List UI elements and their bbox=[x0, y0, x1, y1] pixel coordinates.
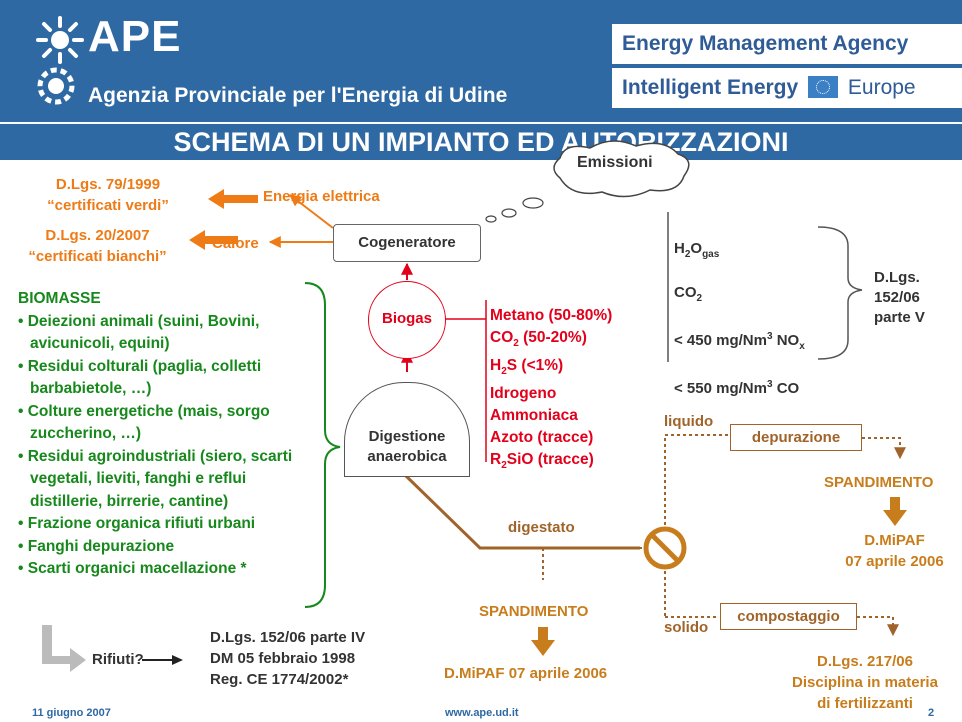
emission-co: < 550 mg/Nm3 CO bbox=[674, 379, 800, 397]
mipaf-right-line2: 07 aprile 2006 bbox=[845, 553, 944, 570]
emission-law-line2: 152/06 bbox=[874, 289, 920, 306]
bianchi-law-ref: D.Lgs. 20/2007 bbox=[45, 227, 150, 244]
comp-co2: CO2 (50-20%) bbox=[490, 329, 587, 350]
eu-flag-icon bbox=[808, 76, 839, 98]
verdi-law-ref: D.Lgs. 79/1999 bbox=[55, 176, 161, 193]
certificati-bianchi-law: D.Lgs. 20/2007 “certificati bianchi” bbox=[0, 225, 195, 267]
bianchi-law-name: “certificati bianchi” bbox=[28, 248, 167, 265]
spandimento-mid-label: SPANDIMENTO bbox=[479, 603, 589, 620]
mipaf-right-line1: D.MiPAF bbox=[864, 532, 925, 549]
calore-label: Calore bbox=[212, 235, 259, 252]
list-item: Deiezioni animali (suini, Bovini, avicun… bbox=[18, 311, 318, 356]
list-item: Scarti organici macellazione * bbox=[18, 558, 318, 581]
comp-azoto: Azoto (tracce) bbox=[490, 429, 594, 447]
biogas-composition: Metano (50-80%) CO2 (50-20%) H2S (<1%) I… bbox=[490, 305, 660, 477]
biogas-label: Biogas bbox=[381, 310, 432, 327]
rifiuti-laws: D.Lgs. 152/06 parte IV DM 05 febbraio 19… bbox=[210, 627, 365, 690]
rifiuti-law-line2: DM 05 febbraio 1998 bbox=[210, 650, 356, 667]
list-item: Fanghi depurazione bbox=[18, 536, 318, 559]
sun-gear-logo-icon bbox=[36, 16, 84, 105]
comp-r2sio: R2SiO (tracce) bbox=[490, 451, 594, 472]
emissioni-label: Emissioni bbox=[577, 154, 653, 171]
depurazione-box: depurazione bbox=[730, 424, 862, 451]
emission-law: D.Lgs. 152/06 parte V bbox=[874, 268, 925, 328]
rifiuti-law-line3: Reg. CE 1774/2002* bbox=[210, 671, 349, 688]
biogas-circle: Biogas bbox=[368, 281, 446, 359]
comp-h2s: H2S (<1%) bbox=[490, 357, 564, 378]
biomasse-list: BIOMASSE Deiezioni animali (suini, Bovin… bbox=[18, 288, 318, 581]
biomasse-heading: BIOMASSE bbox=[18, 290, 101, 307]
program-label: Intelligent Energy Europe bbox=[612, 68, 962, 108]
program-prefix: Intelligent Energy bbox=[622, 76, 799, 99]
emission-nox: < 450 mg/Nm3 NOx bbox=[674, 331, 805, 352]
fert-line2: Disciplina in materia bbox=[792, 674, 938, 691]
organization-name: Agenzia Provinciale per l'Energia di Udi… bbox=[88, 84, 508, 107]
rifiuti-law-line1: D.Lgs. 152/06 parte IV bbox=[210, 629, 366, 646]
liquido-label: liquido bbox=[664, 413, 714, 430]
compostaggio-box: compostaggio bbox=[720, 603, 857, 630]
program-suffix: Europe bbox=[847, 76, 916, 99]
digestione-line2: anaerobica bbox=[367, 448, 447, 465]
footer-date: 11 giugno 2007 bbox=[32, 707, 111, 719]
footer-url: www.ape.ud.it bbox=[445, 707, 519, 719]
fertilizzanti-law: D.Lgs. 217/06 Disciplina in materia di f… bbox=[775, 651, 955, 714]
digestato-label: digestato bbox=[508, 519, 575, 536]
list-item: Colture energetiche (mais, sorgo zuccher… bbox=[18, 401, 318, 446]
logo-text: APE bbox=[88, 12, 182, 61]
fert-line3: di fertilizzanti bbox=[817, 695, 913, 712]
mipaf-right: D.MiPAF 07 aprile 2006 bbox=[832, 530, 957, 572]
fert-line1: D.Lgs. 217/06 bbox=[817, 653, 913, 670]
agency-label: Energy Management Agency bbox=[612, 24, 962, 64]
emission-list: H2Ogas CO2 < 450 mg/Nm3 NOx < 550 mg/Nm3… bbox=[674, 230, 805, 408]
emission-co2: CO2 bbox=[674, 284, 703, 304]
comp-ammoniaca: Ammoniaca bbox=[490, 407, 578, 425]
emission-h2o: H2Ogas bbox=[674, 240, 720, 260]
mipaf-mid: D.MiPAF 07 aprile 2006 bbox=[444, 665, 608, 682]
comp-metano: Metano (50-80%) bbox=[490, 307, 613, 324]
cogeneratore-box: Cogeneratore bbox=[333, 224, 481, 262]
solido-label: solido bbox=[664, 619, 709, 636]
list-item: Residui colturali (paglia, colletti barb… bbox=[18, 356, 318, 401]
verdi-law-name: “certificati verdi” bbox=[47, 197, 169, 214]
rifiuti-label: Rifiuti? bbox=[92, 651, 144, 668]
emission-law-line3: parte V bbox=[874, 309, 925, 326]
emission-law-line1: D.Lgs. bbox=[874, 269, 920, 286]
slide-title: SCHEMA DI UN IMPIANTO ED AUTORIZZAZIONI bbox=[0, 124, 962, 160]
digestione-box: Digestione anaerobica bbox=[344, 382, 470, 477]
list-item: Residui agroindustriali (siero, scarti v… bbox=[18, 446, 318, 514]
biomasse-items: Deiezioni animali (suini, Bovini, avicun… bbox=[18, 311, 318, 581]
digestione-line1: Digestione bbox=[368, 428, 446, 445]
digestione-label: Digestione anaerobica bbox=[345, 427, 469, 467]
spandimento-right-label: SPANDIMENTO bbox=[824, 474, 934, 491]
list-item: Frazione organica rifiuti urbani bbox=[18, 513, 318, 536]
valve-icon bbox=[643, 526, 687, 570]
comp-idrogeno: Idrogeno bbox=[490, 385, 557, 403]
energia-elettrica-label: Energia elettrica bbox=[263, 188, 380, 205]
certificati-verdi-law: D.Lgs. 79/1999 “certificati verdi” bbox=[8, 174, 208, 216]
page-number: 2 bbox=[928, 707, 935, 719]
